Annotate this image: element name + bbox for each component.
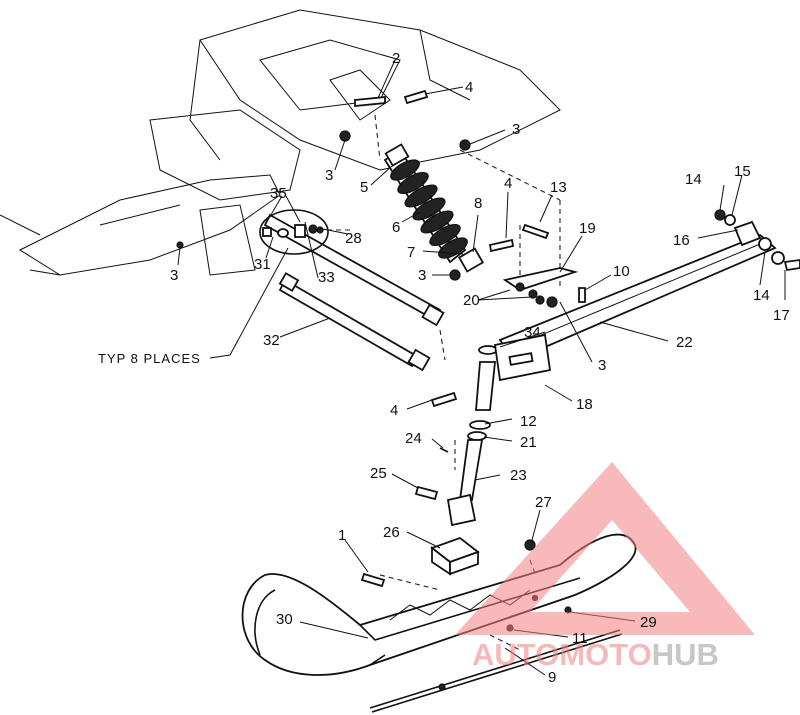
nut-3-a — [339, 130, 351, 142]
ski-block-26 — [430, 536, 480, 576]
bolt-1 — [360, 572, 386, 588]
nut-3-b — [459, 139, 471, 151]
bolt-4-mid — [488, 238, 515, 253]
bolt-2 — [354, 96, 386, 107]
bolt-4-low — [430, 391, 458, 408]
watermark-triangle — [455, 462, 755, 635]
callout-6: 6 — [392, 219, 400, 236]
callout-19: 19 — [579, 220, 596, 237]
callout-10: 10 — [613, 263, 630, 280]
callout-26: 26 — [383, 524, 400, 541]
watermark-logo: AUTOMOTOHUB — [455, 462, 755, 672]
callout-30: 30 — [276, 611, 293, 628]
watermark-text-moto: MOTO — [559, 637, 651, 672]
callout-2: 2 — [392, 50, 400, 67]
callout-labels: 2 4 3 3 5 4 13 14 15 8 6 19 16 35 28 31 … — [98, 50, 790, 686]
callout-21: 21 — [520, 434, 537, 451]
callout-23: 23 — [510, 467, 527, 484]
callout-18: 18 — [576, 396, 593, 413]
shock-absorber — [383, 143, 485, 273]
radius-rod-33 — [263, 213, 445, 327]
callout-11: 11 — [572, 630, 588, 647]
callout-24: 24 — [405, 430, 422, 447]
callout-27: 27 — [535, 494, 552, 511]
callout-13: 13 — [550, 179, 567, 196]
spindle — [446, 345, 498, 527]
callout-33: 33 — [318, 269, 335, 286]
bracket-19 — [502, 267, 579, 305]
watermark-text-auto: AUTO — [472, 637, 559, 672]
callout-5: 5 — [360, 179, 368, 196]
chassis-outline — [0, 9, 561, 276]
callout-3-right: 3 — [598, 357, 606, 374]
callout-3-top: 3 — [512, 121, 520, 138]
leader-lines — [177, 59, 786, 676]
rod-end — [714, 209, 800, 272]
callout-4-low: 4 — [390, 402, 398, 419]
nut-3-d — [449, 269, 461, 281]
bolt-4-top — [403, 89, 429, 105]
callout-14-right: 14 — [753, 287, 770, 304]
callout-4-mid: 4 — [504, 175, 512, 192]
callout-32: 32 — [263, 332, 280, 349]
callout-14-top: 14 — [685, 171, 702, 188]
callout-16: 16 — [673, 232, 690, 249]
callout-12: 12 — [520, 413, 537, 430]
bolt-13 — [521, 223, 550, 240]
callout-35: 35 — [270, 185, 287, 202]
watermark-text-hub: HUB — [652, 637, 719, 672]
watermark-wordmark: AUTOMOTOHUB — [472, 637, 719, 672]
callout-3-far-left: 3 — [170, 267, 178, 284]
callout-3-left: 3 — [325, 167, 333, 184]
pin-24 — [439, 447, 449, 453]
bushing-25 — [414, 485, 439, 501]
radius-rod-32 — [278, 272, 431, 372]
callout-15: 15 — [734, 163, 751, 180]
bolt-10 — [578, 287, 586, 303]
callout-9: 9 — [548, 669, 556, 686]
callout-22: 22 — [676, 334, 693, 351]
callout-34: 34 — [524, 324, 541, 341]
callout-25: 25 — [370, 465, 387, 482]
nut-3-c — [176, 241, 184, 249]
steering-arm-18 — [493, 333, 552, 382]
nut-3-e — [546, 296, 558, 308]
callout-28: 28 — [345, 230, 362, 247]
callout-29: 29 — [640, 614, 657, 631]
callout-17: 17 — [773, 307, 790, 324]
callout-31: 31 — [254, 256, 271, 273]
callout-7: 7 — [407, 244, 415, 261]
callout-8: 8 — [474, 195, 482, 212]
callout-4-top: 4 — [465, 79, 473, 96]
callout-1: 1 — [338, 527, 346, 544]
callout-3-mid: 3 — [418, 267, 426, 284]
skag-wear-bar — [369, 629, 623, 713]
callout-20: 20 — [463, 292, 480, 309]
typ-8-places-note: TYP 8 PLACES — [98, 351, 201, 366]
